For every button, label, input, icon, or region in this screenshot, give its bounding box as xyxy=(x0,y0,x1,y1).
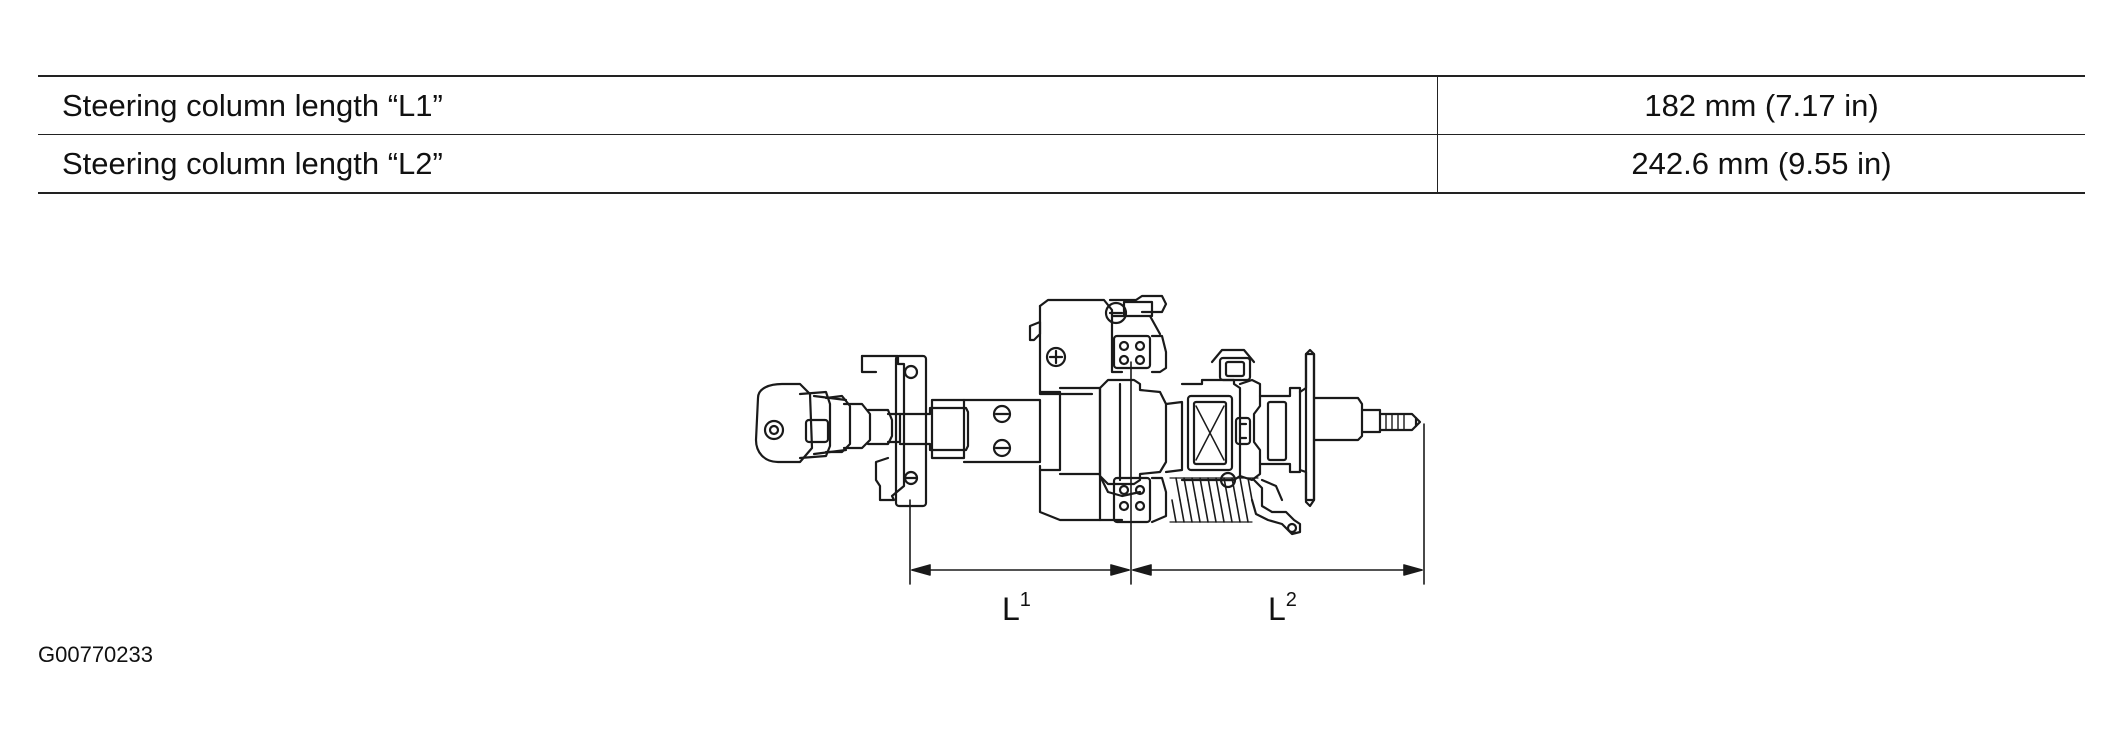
spec-label-l1: Steering column length “L1” xyxy=(38,75,1438,135)
table-row: Steering column length “L2” 242.6 mm (9.… xyxy=(38,134,2085,194)
spec-value-l2: 242.6 mm (9.55 in) xyxy=(1437,134,2085,194)
upper-shaft xyxy=(1258,348,1422,508)
spec-value-l1: 182 mm (7.17 in) xyxy=(1437,75,2085,135)
dimension-lines xyxy=(909,361,1425,585)
release-lever xyxy=(1250,478,1302,536)
spec-table: Steering column length “L1” 182 mm (7.17… xyxy=(38,75,2085,194)
coil-spring xyxy=(1169,477,1259,523)
center-housing xyxy=(1098,378,1184,498)
spec-label-l2: Steering column length “L2” xyxy=(38,134,1438,194)
dimension-label-l2: L2 xyxy=(1268,589,1297,627)
lower-bracket xyxy=(860,354,928,508)
dimension-label-l1: L1 xyxy=(1002,589,1031,627)
table-row: Steering column length “L1” 182 mm (7.17… xyxy=(38,75,2085,135)
universal-joint xyxy=(754,382,902,464)
column-tube xyxy=(898,386,1102,476)
upper-bracket xyxy=(1028,294,1168,524)
tilt-mechanism xyxy=(1180,348,1262,489)
figure-id: G00770233 xyxy=(38,642,153,667)
